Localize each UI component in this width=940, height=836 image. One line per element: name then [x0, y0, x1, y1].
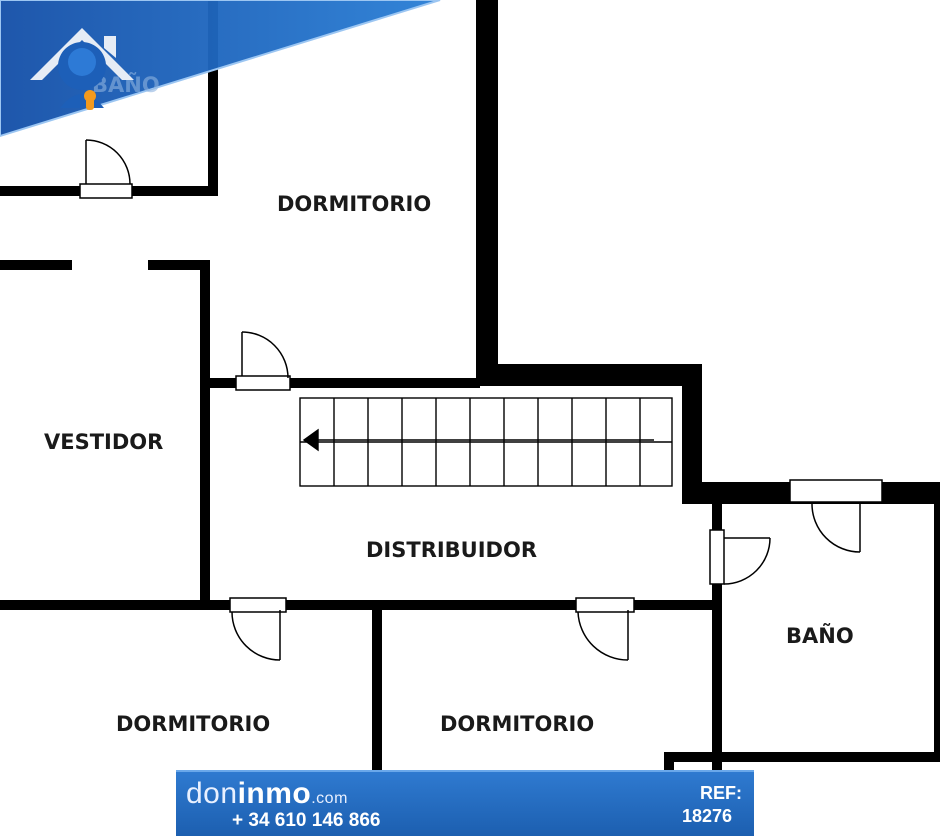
ref-value: 18276 [682, 806, 733, 826]
wall [632, 600, 718, 610]
wall [476, 364, 702, 386]
wall [0, 600, 232, 610]
wall [682, 364, 702, 504]
wall [0, 186, 80, 196]
brand-inmo: inmo [237, 777, 312, 810]
door-bottom-mid [575, 597, 635, 661]
brand-don: don [186, 777, 238, 810]
wall [132, 186, 218, 196]
wall [476, 0, 498, 384]
wall [148, 260, 210, 270]
wall [372, 610, 382, 834]
wall [208, 0, 218, 196]
door-bath-right-side [709, 529, 771, 585]
room-label-vestidor: VESTIDOR [44, 430, 163, 454]
wall [712, 504, 722, 530]
contact-banner [176, 770, 754, 836]
wall [286, 600, 578, 610]
staircase [299, 397, 673, 487]
door-bath-right-top [789, 479, 883, 553]
wall [934, 504, 940, 762]
wall [0, 260, 72, 270]
wall [664, 752, 940, 762]
wall [290, 378, 480, 388]
room-label-dormitorio-top: DORMITORIO [277, 192, 431, 216]
room-label-dormitorio-bottom-left: DORMITORIO [116, 712, 270, 736]
ref-label: REF: [700, 783, 742, 803]
wall [200, 260, 210, 610]
room-label-bano-right: BAÑO [786, 623, 854, 648]
door-top-bath [79, 139, 133, 199]
watermark-corner: BAÑO [0, 0, 441, 138]
phone-number: + 34 610 146 866 [232, 810, 381, 831]
doors [79, 139, 883, 834]
house-logo-icon [30, 28, 134, 110]
door-distribuidor-top [235, 331, 291, 391]
wall [208, 378, 238, 388]
room-label-distribuidor: DISTRIBUIDOR [366, 538, 537, 562]
room-label-dormitorio-bottom-mid: DORMITORIO [440, 712, 594, 736]
door-bottom-left [229, 597, 287, 661]
brand-logo: doninmo.com [186, 777, 348, 811]
brand-com: .com [311, 790, 348, 807]
wall [712, 584, 722, 834]
